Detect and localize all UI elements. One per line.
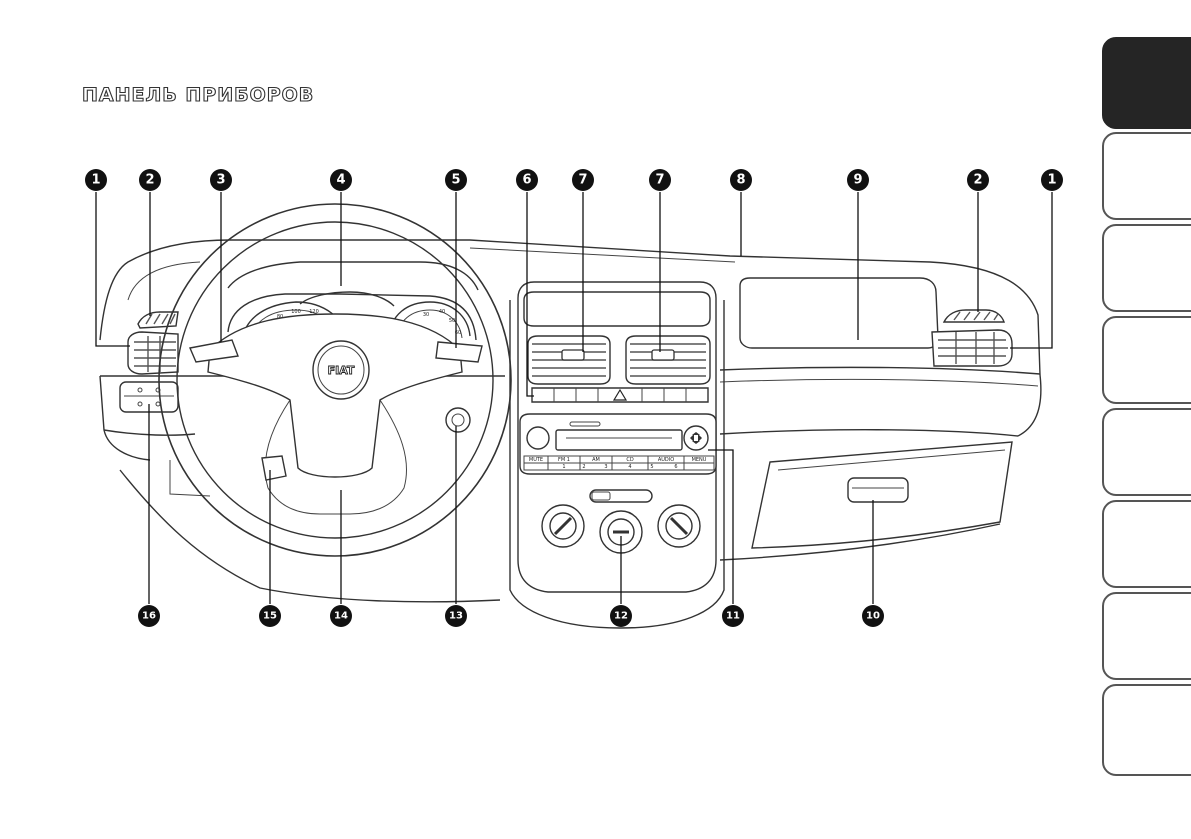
radio-preset-3[interactable]: 3 [604, 464, 607, 470]
svg-text:1: 1 [91, 173, 100, 188]
radio-preset-6[interactable]: 6 [674, 464, 677, 470]
callout-7-right: 7 [649, 169, 671, 191]
central-air-vent-right [625, 335, 711, 385]
section-tab-4[interactable] [1102, 316, 1191, 404]
radio-button-am[interactable]: AM [592, 457, 600, 463]
callout-12: 12 [610, 605, 632, 627]
section-tab-7[interactable] [1102, 592, 1191, 680]
section-tab-1[interactable] [1102, 37, 1191, 129]
central-air-vent-left [527, 335, 611, 385]
svg-text:5: 5 [451, 173, 460, 188]
section-tab-2[interactable] [1102, 132, 1191, 220]
steering-wheel: FIAT [158, 203, 512, 557]
section-tab-3[interactable] [1102, 224, 1191, 312]
callout-3: 3 [210, 169, 232, 191]
svg-text:16: 16 [142, 611, 156, 622]
callout-leaders [95, 192, 1053, 604]
tacho-mark-30: 30 [423, 312, 429, 318]
callout-14: 14 [330, 605, 352, 627]
radio-unit: MUTE FM 1 AM CD AUDIO MENU 1 2 3 4 5 6 [519, 413, 717, 475]
callout-6: 6 [516, 169, 538, 191]
svg-text:2: 2 [145, 173, 154, 188]
svg-text:2: 2 [973, 173, 982, 188]
fiat-logo: FIAT [328, 364, 355, 377]
hazard-icon[interactable] [612, 388, 628, 401]
speedo-mark-120: 120 [309, 309, 319, 315]
dashboard-body [99, 239, 1042, 629]
svg-text:13: 13 [449, 611, 463, 622]
radio-preset-2[interactable]: 2 [582, 464, 585, 470]
tacho-mark-40: 40 [439, 309, 445, 315]
svg-text:10: 10 [866, 611, 880, 622]
svg-text:12: 12 [614, 611, 628, 622]
switch-row [531, 387, 709, 403]
svg-text:7: 7 [655, 173, 664, 188]
ignition-switch[interactable] [445, 407, 471, 433]
radio-button-mute[interactable]: MUTE [529, 457, 543, 463]
right-side-window-demister [942, 309, 1005, 323]
callout-4: 4 [330, 169, 352, 191]
svg-text:4: 4 [336, 173, 345, 188]
callout-8: 8 [730, 169, 752, 191]
section-tab-5[interactable] [1102, 408, 1191, 496]
svg-text:7: 7 [578, 173, 587, 188]
svg-text:1: 1 [1047, 173, 1056, 188]
section-tab-6[interactable] [1102, 500, 1191, 588]
svg-text:14: 14 [334, 611, 348, 622]
section-tab-8[interactable] [1102, 684, 1191, 776]
callout-2-right: 2 [967, 169, 989, 191]
svg-text:9: 9 [853, 173, 862, 188]
tacho-mark-50: 50 [449, 318, 455, 324]
svg-text:11: 11 [726, 611, 740, 622]
callout-2-left: 2 [139, 169, 161, 191]
callout-15: 15 [259, 605, 281, 627]
callout-1-right: 1 [1041, 169, 1063, 191]
radio-preset-4[interactable]: 4 [628, 464, 631, 470]
svg-text:15: 15 [263, 611, 277, 622]
callout-1-left: 1 [85, 169, 107, 191]
speedo-mark-100: 100 [291, 309, 301, 315]
page-title: ПАНЕЛЬ ПРИБОРОВ [81, 83, 315, 106]
callout-7-left: 7 [572, 169, 594, 191]
radio-preset-1[interactable]: 1 [562, 464, 565, 470]
svg-text:8: 8 [736, 173, 745, 188]
climate-controls [541, 489, 701, 554]
speedo-mark-80: 80 [277, 314, 283, 320]
svg-text:3: 3 [216, 173, 225, 188]
left-stalk[interactable] [189, 339, 239, 363]
radio-button-audio[interactable]: AUDIO [658, 457, 674, 463]
right-side-air-vent [931, 329, 1013, 367]
left-side-air-vent [127, 331, 179, 375]
radio-button-cd[interactable]: CD [626, 457, 633, 463]
callout-10: 10 [862, 605, 884, 627]
steering-column-lever[interactable] [261, 455, 287, 481]
callout-11: 11 [722, 605, 744, 627]
svg-text:6: 6 [522, 173, 531, 188]
glovebox-handle[interactable] [847, 477, 909, 503]
callout-16: 16 [138, 605, 160, 627]
right-stalk[interactable] [435, 341, 483, 363]
radio-button-fm[interactable]: FM 1 [558, 457, 570, 463]
callout-13: 13 [445, 605, 467, 627]
tacho-mark-60: 60 [455, 330, 461, 336]
radio-button-menu[interactable]: MENU [692, 457, 707, 463]
callout-9: 9 [847, 169, 869, 191]
callout-5: 5 [445, 169, 467, 191]
radio-preset-5[interactable]: 5 [650, 464, 653, 470]
